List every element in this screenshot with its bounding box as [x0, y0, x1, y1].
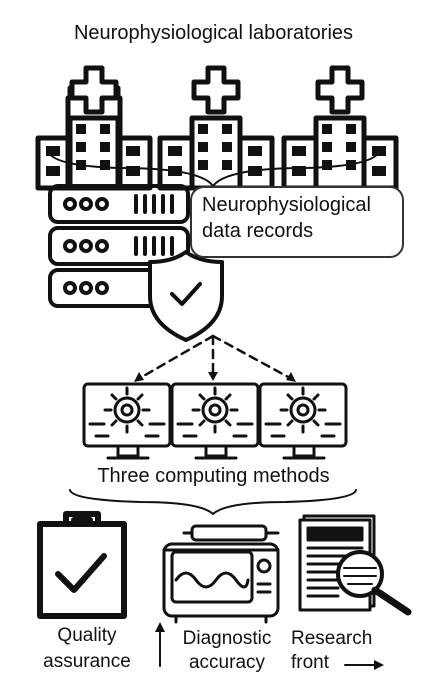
computer-gear-icon: [170, 382, 260, 460]
diagnostic-device-icon: [162, 524, 280, 624]
research-label: Research front: [291, 628, 373, 673]
diagram-title: Neurophysiological laboratories: [73, 22, 354, 44]
clipboard-check-icon: [37, 511, 127, 619]
records-label: Neurophysiological data records: [202, 194, 371, 242]
quality-label: Quality assurance: [43, 625, 131, 672]
arrowheads: [134, 372, 296, 382]
hospital-icon: [281, 65, 399, 191]
computer-gear-icon: [82, 382, 172, 460]
diagnostic-label: Diagnostic accuracy: [182, 628, 272, 673]
methods-label: Three computing methods: [97, 465, 330, 487]
right-arrowhead: [374, 660, 384, 670]
shield-icon: [148, 250, 224, 342]
check-icon: [170, 282, 202, 306]
computer-gear-icon: [258, 382, 348, 460]
up-arrowhead: [155, 622, 165, 632]
records-callout: [190, 186, 404, 258]
hospital-icon: [35, 65, 153, 191]
distribution-arrows: [138, 334, 292, 380]
methods-brace: [69, 489, 357, 515]
research-document-icon: [298, 514, 412, 616]
